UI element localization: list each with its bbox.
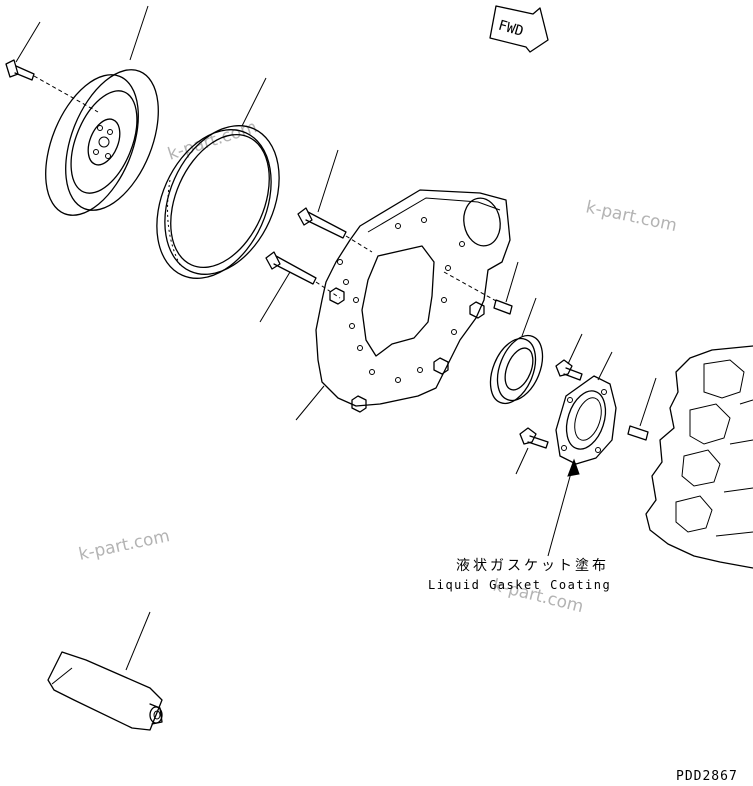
engine-block — [645, 345, 753, 569]
ring-gear — [156, 77, 280, 279]
fwd-arrow: FWD — [489, 5, 549, 53]
watermark: k-part.com — [77, 526, 172, 565]
rear-plate — [295, 189, 511, 421]
note-leader — [547, 458, 580, 557]
dowel-pin-block — [627, 377, 657, 441]
flywheel — [45, 5, 159, 216]
fwd-label: FWD — [496, 18, 525, 40]
long-bolt-lower — [259, 251, 341, 323]
long-bolt-upper — [297, 149, 373, 253]
note-english: Liquid Gasket Coating — [428, 578, 611, 592]
seal-housing — [555, 351, 617, 465]
liquid-gasket-tube — [47, 611, 163, 731]
note-japanese: 液状ガスケット塗布 — [456, 557, 609, 574]
figure-code: PDD2867 — [676, 769, 738, 784]
dowel-pin-plate — [493, 261, 519, 315]
seal-housing-bolt-lower — [515, 427, 549, 475]
watermark: k-part.com — [584, 197, 679, 236]
oil-seal — [489, 297, 544, 405]
watermark: k-part.com — [165, 117, 259, 165]
seal-housing-bolt-upper — [555, 333, 583, 381]
flywheel-bolt — [5, 21, 99, 113]
